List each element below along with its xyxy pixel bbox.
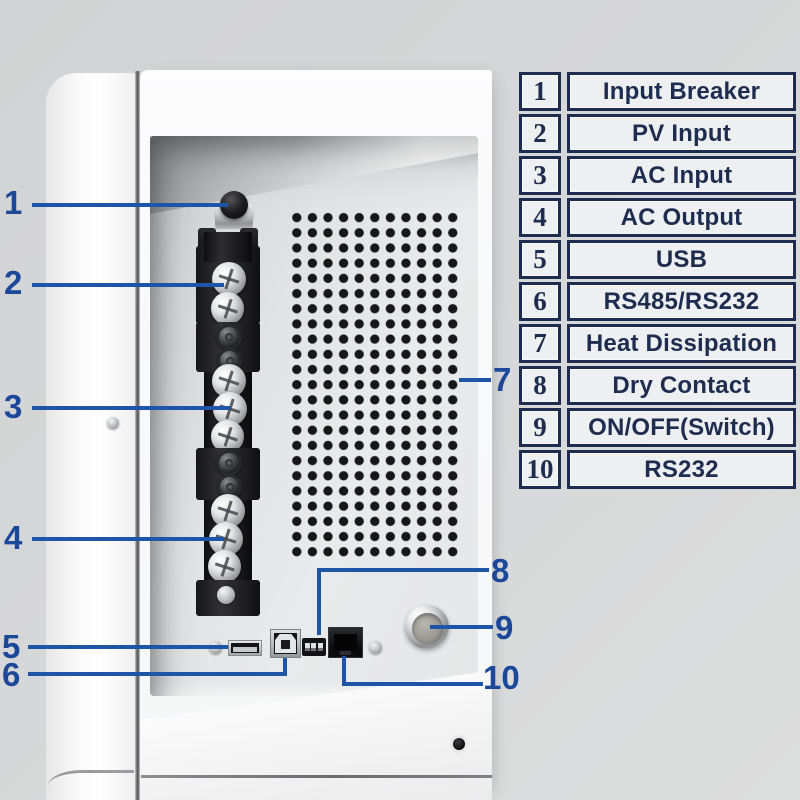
callout-line	[459, 378, 491, 382]
terminal-screw	[212, 262, 246, 296]
terminal-screw	[208, 550, 241, 583]
legend-label: Input Breaker	[567, 72, 796, 111]
callout-number-9: 9	[495, 609, 514, 646]
legend-row: 3 AC Input	[519, 156, 796, 195]
callout-number-3: 3	[4, 388, 23, 425]
legend-row: 7 Heat Dissipation	[519, 324, 796, 363]
terminal-screw	[211, 292, 244, 325]
legend-table: 1 Input Breaker 2 PV Input 3 AC Input 4 …	[519, 72, 796, 489]
dry-contact-pin	[318, 643, 324, 651]
usb-b-port	[270, 629, 301, 658]
legend-number: 3	[519, 156, 561, 195]
legend-number: 8	[519, 366, 561, 405]
callout-line	[32, 537, 224, 541]
legend-row: 4 AC Output	[519, 198, 796, 237]
legend-label: USB	[567, 240, 796, 279]
legend-number: 10	[519, 450, 561, 489]
round-socket	[216, 450, 242, 476]
callout-line	[28, 645, 228, 649]
callout-line	[283, 658, 287, 676]
legend-label: AC Input	[567, 156, 796, 195]
callout-number-10: 10	[483, 659, 520, 696]
legend-row: 9 ON/OFF(Switch)	[519, 408, 796, 447]
legend-label: Dry Contact	[567, 366, 796, 405]
rj45-rs232-port	[328, 627, 363, 658]
legend-row: 8 Dry Contact	[519, 366, 796, 405]
legend-label: ON/OFF(Switch)	[567, 408, 796, 447]
legend-number: 9	[519, 408, 561, 447]
rj45-tab	[340, 651, 351, 655]
rj45-cavity	[334, 634, 357, 650]
inverter-front-panel	[46, 73, 136, 800]
callout-line	[28, 672, 287, 676]
panel-seam	[141, 775, 492, 778]
callout-line	[317, 568, 489, 572]
legend-row: 6 RS485/RS232	[519, 282, 796, 321]
callout-line	[32, 203, 228, 207]
callout-number-2: 2	[4, 264, 23, 301]
legend-row: 5 USB	[519, 240, 796, 279]
dry-contact-pin	[311, 643, 317, 651]
legend-label: RS232	[567, 450, 796, 489]
callout-line	[342, 656, 346, 686]
screw-icon	[217, 586, 235, 604]
legend-number: 2	[519, 114, 561, 153]
legend-number: 7	[519, 324, 561, 363]
callout-line	[342, 682, 483, 686]
dry-contact-pin	[304, 643, 310, 651]
dry-contact-port	[302, 638, 326, 656]
usb-a-tongue	[233, 647, 257, 652]
legend-number: 6	[519, 282, 561, 321]
callout-line	[430, 625, 493, 629]
legend-row: 2 PV Input	[519, 114, 796, 153]
screw-icon	[369, 641, 382, 654]
usb-b-glyph	[275, 634, 296, 653]
heat-dissipation-grille	[289, 210, 461, 560]
callout-number-6: 6	[2, 656, 21, 693]
callout-number-1: 1	[4, 184, 23, 221]
terminal-screw	[211, 420, 244, 453]
callout-line	[32, 406, 230, 410]
callout-number-4: 4	[4, 519, 23, 556]
usb-a-port	[228, 640, 262, 656]
callout-number-8: 8	[491, 552, 510, 589]
screw-icon	[107, 417, 119, 429]
legend-label: RS485/RS232	[567, 282, 796, 321]
legend-number: 5	[519, 240, 561, 279]
callout-number-7: 7	[493, 361, 512, 398]
legend-row: 10 RS232	[519, 450, 796, 489]
legend-label: PV Input	[567, 114, 796, 153]
callout-line	[32, 283, 224, 287]
legend-row: 1 Input Breaker	[519, 72, 796, 111]
legend-number: 4	[519, 198, 561, 237]
callout-line	[317, 568, 321, 635]
legend-number: 1	[519, 72, 561, 111]
callout-number-5: 5	[2, 628, 21, 665]
legend-label: Heat Dissipation	[567, 324, 796, 363]
usb-b-inner	[281, 640, 290, 649]
panel-seam	[135, 71, 140, 800]
round-socket	[216, 324, 242, 350]
mounting-hole	[453, 738, 465, 750]
legend-label: AC Output	[567, 198, 796, 237]
panel-seam	[48, 770, 134, 800]
